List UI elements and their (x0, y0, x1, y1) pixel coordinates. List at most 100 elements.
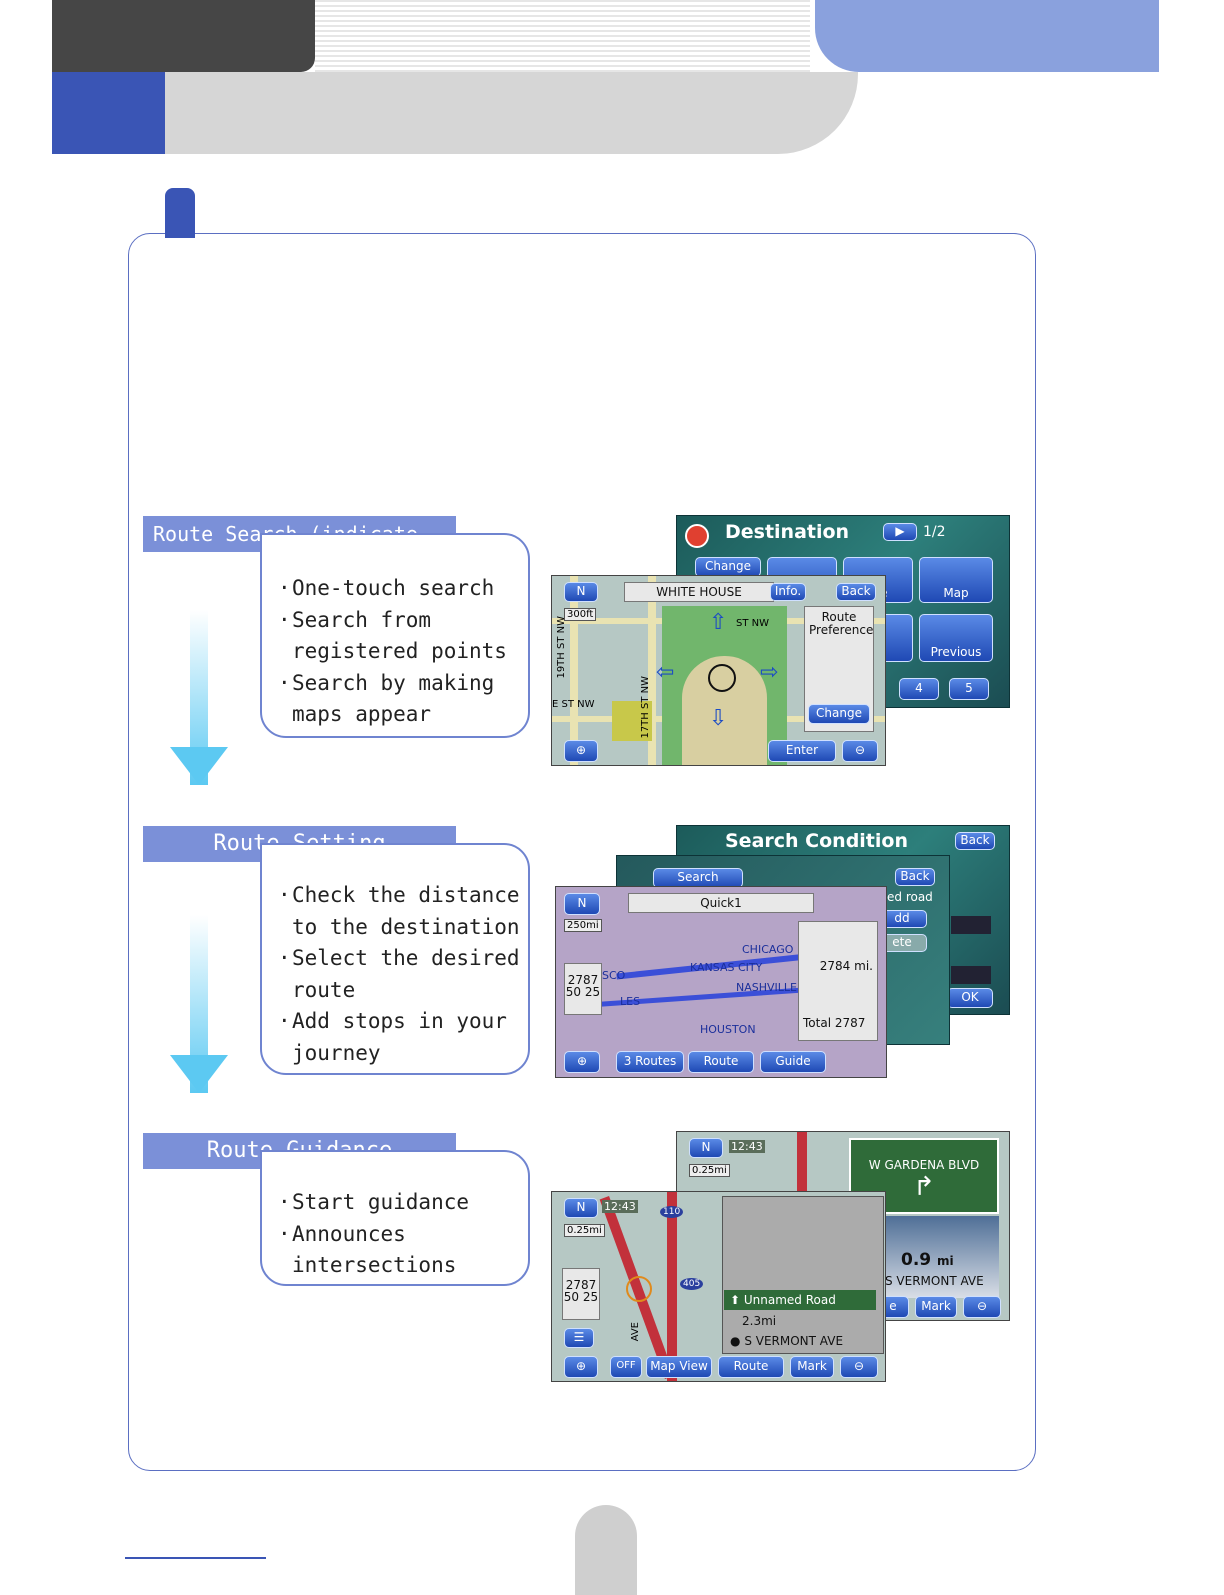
route-distance-panel: 2784 mi. Total 2787 (798, 921, 878, 1041)
zoom-out-icon[interactable]: ⊖ (963, 1296, 1001, 1318)
mark-button[interactable]: Mark (915, 1296, 957, 1318)
number-5-button[interactable]: 5 (949, 678, 989, 700)
distance-to-turn: 0.9 mi (901, 1250, 954, 1270)
map-road (648, 576, 656, 765)
map-road (570, 576, 578, 765)
zoom-in-icon[interactable]: ⊕ (564, 1356, 598, 1378)
zoom-in-icon[interactable]: ⊕ (564, 740, 598, 762)
clock: 12:43 (729, 1140, 765, 1153)
route-overview-map-screen: CHICAGO KANSAS CITY NASHVILLE HOUSTON SC… (555, 886, 887, 1078)
map-highway (667, 1192, 677, 1381)
previous-button[interactable]: Previous (919, 614, 993, 662)
city-label: KANSAS CITY (690, 961, 763, 974)
distance-unit: mi. (854, 959, 873, 973)
current-road-name: S VERMONT AVE (885, 1274, 984, 1288)
option-field (951, 966, 991, 984)
road-list-item: ⬆ Unnamed Road (724, 1290, 876, 1310)
street-label: ST NW (736, 618, 770, 629)
map-view-button[interactable]: Map View (646, 1356, 712, 1378)
bullet-item: ·One-touch search (278, 576, 495, 600)
scale-indicator: 0.25mi (689, 1164, 730, 1177)
info-button[interactable]: Info. (770, 583, 806, 601)
header-gray-band (52, 72, 858, 154)
enter-button[interactable]: Enter (768, 740, 836, 762)
map-park-area (612, 701, 652, 741)
trip-info-panel: 2787 50 25 (564, 963, 602, 1015)
turn-icon: ● (730, 1334, 741, 1348)
city-label: SCO (602, 969, 626, 982)
distance-value: 2787 (567, 973, 599, 987)
list-icon[interactable]: ☰ (564, 1328, 594, 1348)
road-list-item: ● S VERMONT AVE (730, 1334, 844, 1348)
screen-title: Destination (725, 521, 850, 543)
back-button[interactable]: Back (955, 832, 995, 850)
zoom-out-icon[interactable]: ⊖ (840, 1356, 878, 1378)
route-button[interactable]: Route (718, 1356, 784, 1378)
guide-button[interactable]: Guide (760, 1051, 826, 1073)
next-street-name: W GARDENA BLVD (868, 1158, 980, 1172)
map-button[interactable]: Map (919, 557, 993, 603)
three-routes-button[interactable]: 3 Routes (616, 1051, 684, 1073)
scroll-up-arrow-icon[interactable]: ⇧ (709, 610, 728, 635)
search-button[interactable]: Search (653, 868, 743, 888)
change-button[interactable]: Change (695, 557, 761, 577)
destination-pin-icon (685, 524, 709, 548)
scale-indicator: 250mi (564, 919, 602, 932)
bullet-item: ·Start guidance (278, 1190, 470, 1214)
route-distance: 2784 (819, 959, 851, 973)
back-button[interactable]: Back (895, 868, 935, 886)
turn-right-icon: ↱ (913, 1172, 935, 1202)
change-preference-button[interactable]: Change (808, 704, 870, 724)
road-distance: 2.3mi (742, 1314, 777, 1328)
street-label: E ST NW (552, 699, 595, 710)
trip-info-panel: 2787 50 25 (562, 1268, 600, 1320)
place-name-bar: WHITE HOUSE (624, 582, 774, 602)
scale-indicator: 300ft (564, 608, 597, 621)
city-label: CHICAGO (742, 943, 794, 956)
delete-button[interactable]: ete (877, 934, 927, 952)
city-label: LES (620, 995, 641, 1008)
next-page-button[interactable]: ▶ (883, 523, 917, 541)
hours-value: 50 (565, 985, 582, 999)
zoom-in-icon[interactable]: ⊕ (564, 1051, 600, 1073)
number-4-button[interactable]: 4 (899, 678, 939, 700)
screen-title: Search Condition (725, 830, 908, 852)
flow-arrow (170, 610, 228, 785)
north-compass-icon[interactable]: N (689, 1138, 723, 1158)
north-compass-icon[interactable]: N (564, 1198, 598, 1218)
street-label: AVE (630, 1322, 641, 1342)
ok-button[interactable]: OK (947, 988, 993, 1008)
back-button[interactable]: Back (836, 583, 876, 601)
north-compass-icon[interactable]: N (564, 893, 600, 915)
city-label: NASHVILLE (736, 981, 797, 994)
minutes-value: 25 (584, 985, 601, 999)
north-compass-icon[interactable]: N (564, 582, 598, 602)
minutes-value: 25 (582, 1290, 599, 1304)
mark-button[interactable]: Mark (790, 1356, 834, 1378)
city-label: HOUSTON (700, 1023, 756, 1036)
distance-value: 2787 (565, 1278, 597, 1292)
flow-arrow (170, 915, 228, 1093)
scroll-left-arrow-icon[interactable]: ⇦ (656, 660, 675, 685)
header-blue-block (52, 72, 165, 154)
street-label: 17TH ST NW (640, 676, 651, 739)
zoom-out-icon[interactable]: ⊖ (842, 740, 878, 762)
scroll-down-arrow-icon[interactable]: ⇩ (709, 706, 728, 731)
street-label: 19TH ST NW (556, 616, 567, 679)
scroll-right-arrow-icon[interactable]: ⇨ (760, 660, 779, 685)
route-button[interactable]: Route (688, 1051, 754, 1073)
hours-value: 50 (563, 1290, 580, 1304)
header-striped-band (315, 0, 810, 72)
clock: 12:43 (602, 1200, 638, 1213)
route-preference-label: Route Preference (809, 610, 874, 637)
voice-off-button[interactable]: OFF (610, 1356, 642, 1378)
turn-list-panel (722, 1196, 884, 1354)
crosshair-icon (708, 664, 736, 692)
total-distance: 2787 (834, 1016, 866, 1030)
page-indicator: 1/2 (923, 524, 946, 540)
